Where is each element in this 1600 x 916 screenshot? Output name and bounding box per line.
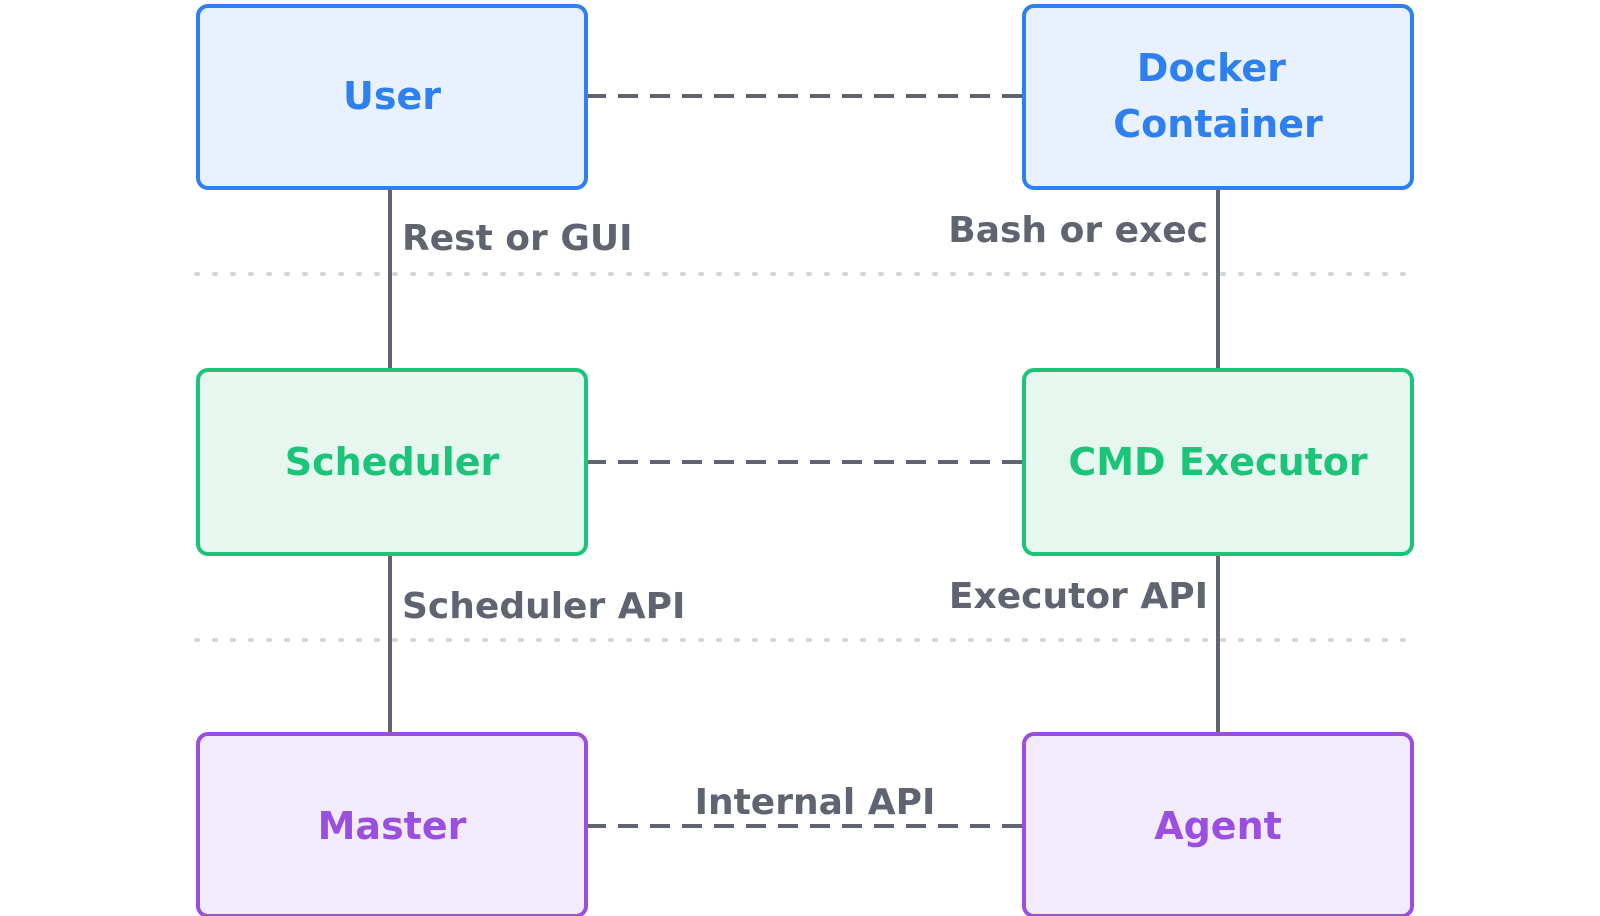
node-cmd-executor-label-line-1: CMD Executor [1068,440,1368,484]
node-user-box [196,4,588,190]
node-master: Master [196,732,588,916]
node-master-label: Master [318,804,467,848]
edge-label-internal-api: Internal API [695,782,936,823]
node-cmd-executor-box [1022,368,1414,556]
node-docker-container-label-line-2: Container [1113,102,1323,146]
edge-label-scheduler-api: Scheduler API [402,586,685,627]
node-master-box [196,732,588,916]
node-agent-label-line-1: Agent [1154,804,1282,848]
node-scheduler-label-line-1: Scheduler [285,440,500,484]
node-user-label: User [343,74,441,118]
node-scheduler-label: Scheduler [285,440,500,484]
node-docker-container-box [1022,4,1414,190]
edge-label-rest-or-gui: Rest or GUI [402,218,633,259]
node-cmd-executor-label: CMD Executor [1068,440,1368,484]
node-scheduler: Scheduler [196,368,588,556]
node-master-label-line-1: Master [318,804,467,848]
node-agent-label: Agent [1154,804,1282,848]
node-docker-container-label-line-1: Docker [1137,46,1286,90]
node-user-label-line-1: User [343,74,441,118]
node-agent: Agent [1022,732,1414,916]
node-cmd-executor: CMD Executor [1022,368,1414,556]
node-docker-container: Docker Container [1022,4,1414,190]
node-docker-container-label: Docker Container [1113,46,1323,146]
edge-label-bash-or-exec: Bash or exec [948,210,1208,251]
node-agent-box [1022,732,1414,916]
node-user: User [196,4,588,190]
node-scheduler-box [196,368,588,556]
edge-label-executor-api: Executor API [949,576,1208,617]
